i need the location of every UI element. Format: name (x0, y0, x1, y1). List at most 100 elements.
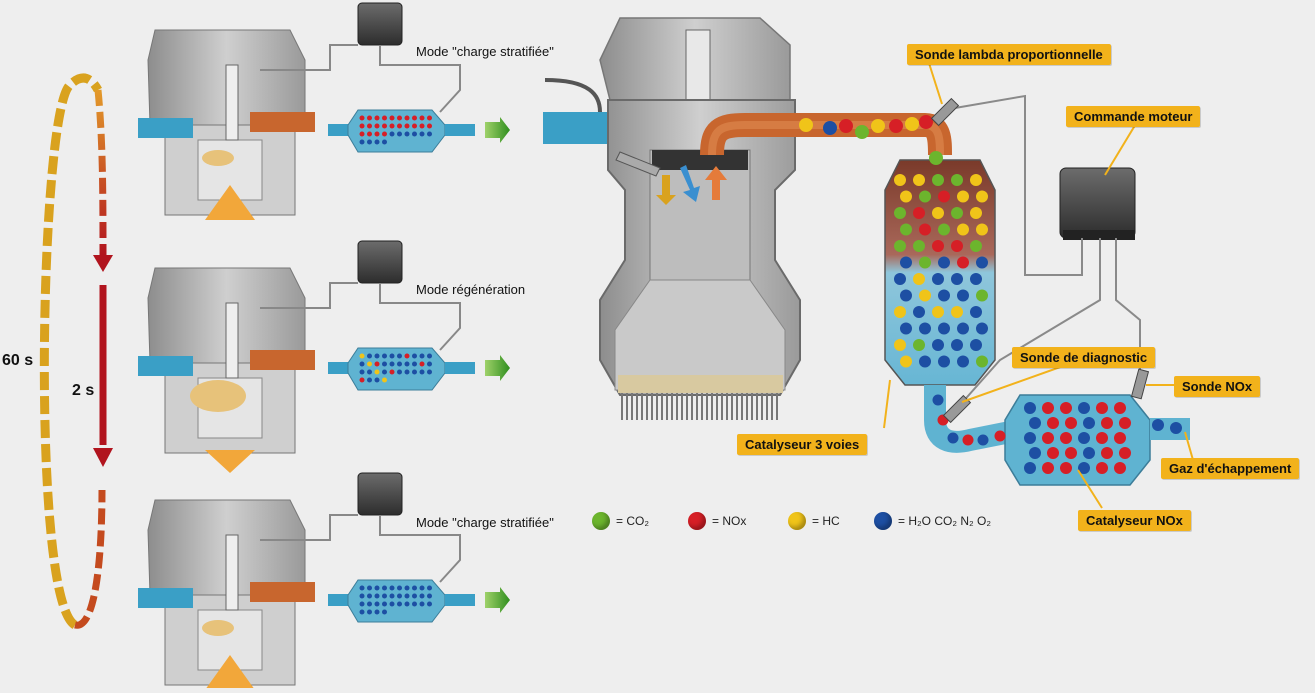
small-particle (389, 123, 395, 129)
nox-catalyst-particle-h2o (1078, 402, 1090, 414)
small-particle (397, 115, 402, 121)
catalyst-particle-h2o (932, 273, 944, 285)
nox-catalyst-body (1004, 394, 1151, 486)
small-particle (359, 377, 365, 383)
small-ecu-3 (260, 472, 461, 583)
pipe-particle-co2 (929, 151, 943, 165)
small-particle (404, 115, 410, 121)
catalyst-particle-co2 (938, 223, 950, 236)
timing-cycle (39, 73, 113, 629)
small-particle (412, 353, 417, 359)
pipe-particle-h2o (823, 121, 837, 135)
small-pipe-out (445, 124, 475, 136)
small-engine-2 (138, 267, 510, 473)
legend-dot-nox (688, 512, 706, 530)
small-particle (397, 123, 402, 129)
catalyst-particle-nox (951, 240, 963, 252)
small-particle (382, 361, 387, 367)
sensor-wiring (954, 94, 1141, 406)
small-particle (404, 593, 410, 599)
catalyst-particle-co2 (976, 289, 988, 302)
main-oil-sump (618, 375, 783, 393)
small-particle (389, 131, 395, 137)
catalyst-particle-hc (919, 289, 931, 302)
exhaust-out-arrow (485, 117, 510, 143)
small-particle (382, 377, 387, 383)
small-particle (374, 353, 380, 359)
small-particle (419, 361, 425, 367)
small-particle (367, 609, 372, 615)
small-particle (404, 369, 410, 375)
small-particle (382, 609, 387, 615)
small-exhaust-pipe (250, 582, 315, 602)
catalyst-particle-h2o (919, 322, 931, 335)
small-nox-catalyst (347, 109, 446, 153)
small-particle (359, 369, 365, 375)
small-particle (374, 585, 380, 591)
small-ecu-sensor-wire (379, 283, 461, 351)
label-leaders (883, 59, 1194, 509)
nox-catalyst-particle-nox (1060, 462, 1072, 474)
pipe-particle-co2 (855, 125, 869, 139)
small-ecu-wire (260, 44, 358, 71)
legend-text-co2: = CO₂ (616, 514, 649, 528)
small-particle (359, 115, 365, 121)
catalyst-particle-co2 (913, 240, 925, 252)
small-particle (404, 353, 410, 359)
catalyst-particle-hc (900, 355, 912, 368)
legend-item-h2o: = H₂O CO₂ N₂ O₂ (874, 512, 991, 530)
tailpipe-particle (1152, 419, 1164, 431)
catalyst-particle-h2o (957, 355, 969, 368)
catalyst-particle-hc (894, 339, 906, 351)
small-ecu-wire (260, 282, 358, 309)
small-intake-pipe (138, 588, 193, 608)
small-spark-plug (225, 64, 239, 141)
catalyst-particle-h2o (900, 289, 912, 302)
fuel-charge (202, 150, 234, 166)
catalyst-particle-h2o (938, 256, 950, 269)
small-particle (419, 585, 425, 591)
catalyst-particle-co2 (894, 240, 906, 252)
small-particle (412, 585, 417, 591)
small-particle (382, 593, 387, 599)
small-particle (427, 361, 432, 367)
small-particle (374, 115, 380, 121)
transfer-particle (994, 430, 1006, 442)
pipe-particle-hc (871, 119, 885, 133)
long-cycle-return (74, 489, 106, 629)
catalyst-particle-h2o (894, 273, 906, 285)
small-particle (359, 139, 365, 145)
small-particle (374, 601, 380, 607)
pipe-particle-hc (799, 118, 813, 132)
nox-catalyst-particle-nox (1114, 402, 1126, 414)
catalyst-particle-hc (932, 207, 944, 219)
small-pipe-out (445, 594, 475, 606)
fuel-charge (190, 380, 246, 412)
small-particle (404, 361, 410, 367)
short-cycle-label: 2 s (72, 382, 95, 399)
small-particle (382, 131, 387, 137)
transfer-particle (977, 434, 989, 446)
legend-dot-h2o (874, 512, 892, 530)
intake-flow-arrow-1 (656, 175, 676, 205)
main-combustion-chamber (652, 150, 748, 170)
small-particle (397, 353, 402, 359)
nox-catalyst-particle-nox (1096, 462, 1108, 474)
intake-flow-arrow-2 (680, 165, 700, 202)
nox-catalyst-particle-nox (1047, 417, 1059, 429)
small-particle (382, 353, 387, 359)
catalyst-particle-h2o (970, 273, 982, 285)
catalyst-particle-hc (957, 223, 969, 236)
catalyst-particle-h2o (900, 322, 912, 335)
small-ecu-1 (260, 2, 461, 113)
small-ecu-sensor-wire (379, 515, 461, 583)
nox-catalyst-particle-nox (1060, 402, 1072, 414)
small-ecus (260, 2, 461, 583)
exhaust-out-arrow (485, 355, 510, 381)
small-particle (359, 361, 365, 367)
nox-catalyst-particle-nox (1042, 402, 1054, 414)
arrow-down-head-1 (93, 255, 113, 272)
catalyst-particle-co2 (932, 174, 944, 186)
small-particle (419, 131, 425, 137)
